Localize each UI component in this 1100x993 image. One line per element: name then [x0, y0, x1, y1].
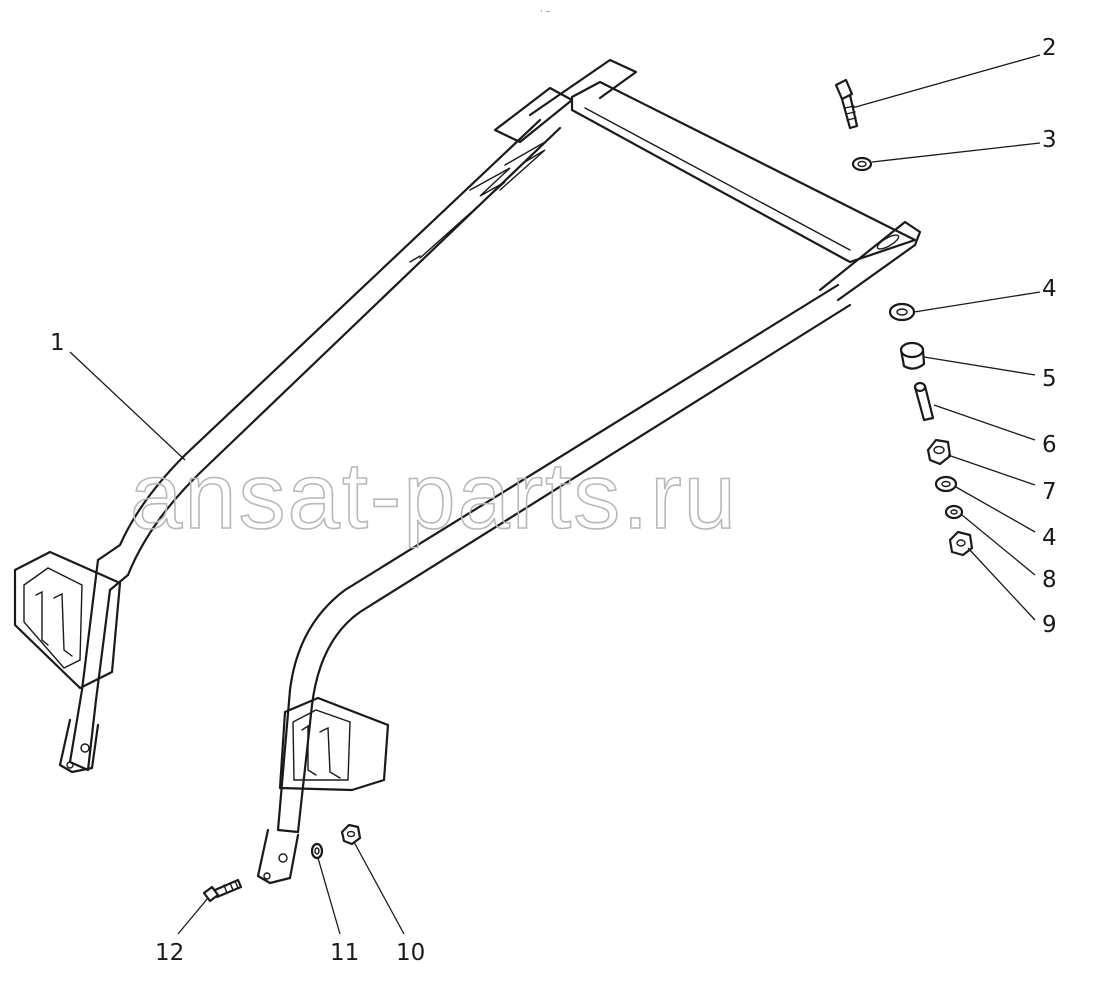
left-tube [96, 118, 542, 562]
left-tube-inner [108, 126, 562, 592]
adjust-slot-a [499, 141, 546, 191]
leader-4-low [955, 486, 1036, 533]
washer-11 [310, 842, 324, 860]
leader-7 [947, 454, 1036, 486]
right-fork-hole [263, 872, 271, 880]
leader-8 [961, 514, 1036, 576]
leader-6 [933, 404, 1036, 441]
nut-9 [948, 530, 974, 557]
bolt-12 [202, 878, 243, 903]
right-tube-inner [310, 303, 852, 707]
bolt-12-thread [223, 880, 239, 894]
top-left-bracket-2 [528, 58, 638, 117]
callout-2: 2 [1042, 35, 1057, 61]
washer-3 [851, 156, 873, 172]
washer-8 [944, 504, 964, 520]
top-left-bracket [493, 86, 574, 144]
callout-labels: 1 2 3 4 5 6 7 4 8 9 10 11 12 [50, 35, 1057, 966]
leader-11 [317, 857, 341, 935]
left-fork-pin [80, 743, 90, 753]
washer-4-low [934, 475, 958, 493]
leader-5 [923, 356, 1036, 376]
leader-9 [967, 547, 1036, 621]
callout-5: 5 [1042, 366, 1057, 392]
callout-12: 12 [155, 940, 184, 966]
bolt-2-head [834, 78, 854, 101]
left-grip-hook-b [53, 592, 73, 657]
leader-3 [871, 142, 1041, 163]
leader-4-top [913, 291, 1041, 313]
callout-10: 10 [396, 940, 425, 966]
header-mark: · – [540, 7, 551, 17]
callout-8: 8 [1042, 567, 1057, 593]
handle-frame [13, 58, 922, 885]
left-grip-inner [23, 567, 83, 669]
cross-beam-edge [584, 107, 851, 251]
right-grip-box [278, 696, 390, 792]
leader-1 [69, 351, 186, 461]
callout-4: 4 [1042, 276, 1057, 302]
leader-12 [177, 897, 209, 935]
adjust-slot-b [419, 167, 511, 259]
sleeve-6 [913, 381, 935, 422]
right-grip-hook-b [319, 726, 341, 779]
bolt-2 [834, 78, 859, 130]
callout-4b: 4 [1042, 525, 1057, 551]
callout-9: 9 [1042, 612, 1057, 638]
leader-2 [851, 54, 1041, 109]
right-tube [288, 283, 840, 692]
callout-3: 3 [1042, 127, 1057, 153]
nut-7 [926, 438, 952, 466]
washer-4-top [888, 302, 916, 322]
right-fork-pin [278, 853, 288, 863]
callout-1: 1 [50, 330, 65, 356]
left-leg [68, 558, 112, 772]
left-grip-box [13, 550, 122, 690]
leader-10 [353, 841, 405, 935]
bolt-12-shank [213, 878, 243, 899]
leader-lines [69, 54, 1041, 935]
beam-right-bracket [818, 220, 922, 302]
right-grip-inner [292, 709, 351, 781]
right-fork [256, 828, 300, 885]
callout-11: 11 [330, 940, 359, 966]
cross-beam [570, 80, 917, 264]
left-fork-hole [66, 761, 74, 769]
nut-10 [340, 823, 362, 846]
adjust-slot-c [409, 255, 421, 263]
left-fork [58, 718, 100, 774]
beam-slot [876, 234, 900, 250]
right-grip-hook-a [301, 724, 317, 776]
right-leg [276, 688, 314, 834]
left-grip-hook-a [35, 590, 49, 646]
callout-6: 6 [1042, 432, 1057, 458]
bushing-5 [899, 341, 926, 370]
bolt-2-thread [844, 105, 857, 121]
watermark-text: ansat-parts.ru [130, 443, 738, 548]
callout-7: 7 [1042, 479, 1057, 505]
